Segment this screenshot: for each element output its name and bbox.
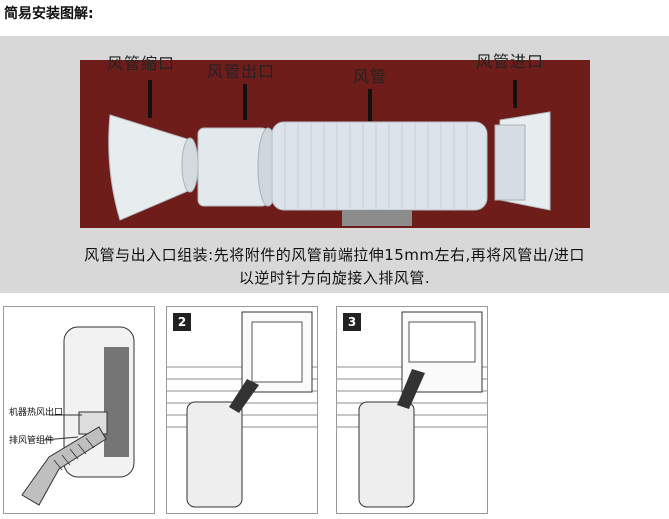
- duct-parts-illustration: [108, 111, 551, 226]
- label-exhaust-duct-assembly: 排风管组件: [9, 436, 55, 446]
- tick-duct-outlet: [243, 84, 247, 120]
- page-title: 简易安装图解:: [4, 6, 94, 22]
- step-1-illustration: [21, 326, 135, 506]
- step-2-badge: 2: [173, 313, 191, 331]
- label-duct: 风管: [353, 67, 388, 86]
- step-3-frame: 3: [336, 306, 488, 514]
- step-1-frame: 机器热风出口 排风管组件: [3, 306, 155, 514]
- step-2-illustration: [167, 311, 317, 508]
- tick-duct-inlet: [513, 80, 517, 108]
- step-3-illustration: [337, 311, 487, 508]
- label-duct-outlet: 风管出口: [207, 62, 276, 81]
- label-duct-inlet: 风管进口: [476, 52, 545, 71]
- caption-line-1: 风管与出入口组装:先将附件的风管前端拉伸15mm左右,再将风管出/进口: [84, 246, 585, 264]
- tick-duct-nozzle: [148, 80, 152, 118]
- step-2-frame: 2: [166, 306, 318, 514]
- step-3-badge: 3: [343, 313, 361, 331]
- label-duct-nozzle: 风管缩口: [107, 54, 176, 73]
- label-machine-hot-air-outlet: 机器热风出口: [9, 408, 64, 418]
- caption-line-2: 以逆时针方向旋接入排风管.: [238, 269, 431, 287]
- tick-duct: [368, 89, 372, 121]
- photo-board: [80, 60, 590, 228]
